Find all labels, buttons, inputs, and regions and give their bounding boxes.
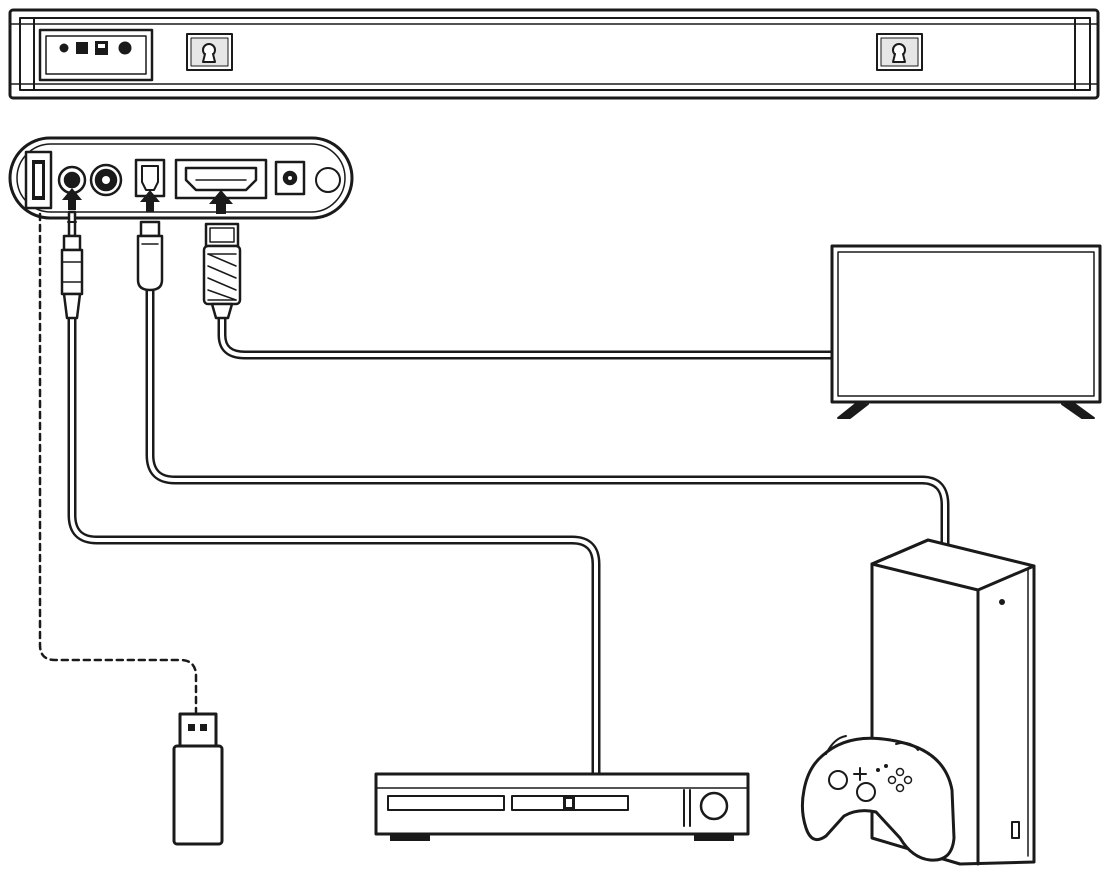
- optical-plug-icon: [136, 220, 164, 292]
- aux-port-icon: [57, 165, 87, 195]
- wall-mount-bracket-icon: [186, 33, 233, 71]
- usb-dashed-link: [38, 212, 198, 714]
- dc-power-port-icon: [89, 163, 123, 197]
- wall-mount-bracket-icon: [876, 33, 923, 71]
- hdmi-cable: [202, 222, 837, 360]
- hdmi-arc-port-icon: [174, 158, 268, 200]
- gamepad-icon: [800, 735, 956, 862]
- usb-flash-drive-icon: [172, 712, 224, 846]
- disc-player-icon: [374, 772, 750, 841]
- panel-button-icon: [274, 160, 306, 196]
- aux-plug-icon: [60, 210, 84, 320]
- television-icon: [830, 244, 1102, 419]
- insert-arrow-icon: [62, 188, 233, 214]
- soundbar-control-panel: [38, 28, 154, 82]
- soundbar: [8, 8, 1100, 100]
- usb-port-icon: [24, 150, 53, 210]
- hdmi-plug-icon: [202, 222, 242, 320]
- aux-cable: [60, 210, 601, 780]
- rear-input-panel: [8, 136, 354, 220]
- panel-indicator-icon: [315, 167, 341, 193]
- optical-cable: [136, 220, 950, 550]
